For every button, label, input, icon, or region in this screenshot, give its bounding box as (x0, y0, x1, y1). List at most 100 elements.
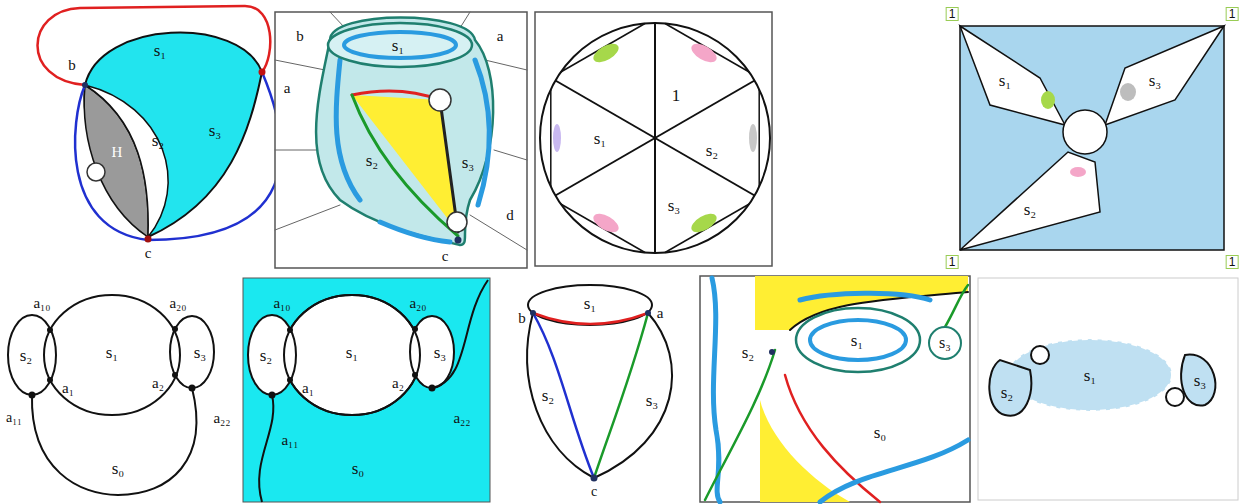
surface-sketch-4 (700, 276, 970, 502)
circle-graph-2 (287, 327, 293, 333)
circle-graph-1 (8, 315, 56, 395)
surface-sketch-1 (259, 69, 266, 76)
surface-sketch-4 (810, 320, 906, 360)
surface-sketch-1 (148, 72, 281, 240)
surface-sketch-2 (455, 237, 462, 244)
circle-graph-2 (259, 395, 273, 502)
surface-sketch-2 (275, 12, 527, 250)
vertex-label: c (591, 485, 597, 499)
region-label: s₀ (112, 460, 125, 477)
circle-graph-2 (243, 278, 490, 502)
vertex-label: a (657, 306, 664, 321)
region-label: s₁ (1084, 367, 1097, 384)
region-label: s₃ (668, 197, 681, 214)
square-sketch (960, 26, 1224, 250)
surface-sketch-2 (470, 215, 527, 250)
region-label: s₂ (1001, 384, 1014, 401)
region-label: s₁ (594, 130, 607, 147)
disc-sketch (688, 40, 719, 66)
surface-sketch-2 (275, 60, 325, 70)
surface-sketch-5 (1181, 355, 1215, 406)
region-label: s₃ (1194, 372, 1207, 389)
region-label: s₁ (999, 72, 1012, 89)
circle-graph-1 (8, 295, 214, 495)
region-label: s₁ (584, 295, 597, 312)
surface-sketch-2 (475, 60, 489, 205)
disc-sketch (551, 24, 759, 253)
circle-graph-1 (32, 388, 196, 495)
surface-sketch-3 (594, 313, 648, 478)
vertex-label: a₁ (302, 381, 314, 396)
circle-graph-2 (248, 315, 296, 395)
circle-graph-1 (47, 327, 53, 333)
surface-sketch-2 (328, 23, 472, 67)
region-label: s₂ (152, 132, 165, 149)
disc-sketch (535, 12, 772, 266)
square-sketch (1120, 83, 1136, 101)
surface-sketch-4 (796, 308, 920, 372)
disc-sketch (758, 89, 760, 186)
surface-sketch-1 (84, 33, 262, 237)
region-label: s₂ (1024, 201, 1037, 218)
surface-sketch-3 (530, 310, 536, 316)
disc-sketch (688, 210, 719, 236)
surface-sketch-3 (528, 285, 652, 325)
vertex-label: a₂ (392, 376, 404, 391)
circle-graph-2 (429, 385, 436, 392)
surface-sketch-1 (38, 6, 281, 243)
circle-graph-2 (284, 295, 420, 415)
region-label: s₁ (346, 344, 359, 361)
circle-graph-2 (412, 372, 418, 378)
region-label: s₁ (154, 42, 167, 59)
surface-sketch-1 (82, 82, 88, 88)
region-label: s₂ (366, 152, 379, 169)
region-label: s₂ (706, 142, 719, 159)
surface-sketch-3 (533, 313, 648, 324)
surface-sketch-4 (800, 293, 930, 300)
region-label: s₃ (194, 344, 207, 361)
square-sketch (1105, 26, 1224, 125)
surface-sketch-4 (760, 400, 850, 502)
vertex-label: a (497, 29, 504, 44)
surface-sketch-2 (336, 60, 360, 200)
corner-label: 1 (946, 7, 959, 21)
surface-sketch-2 (275, 150, 318, 151)
disc-sketch (535, 12, 772, 266)
surface-sketch-5 (978, 278, 1238, 500)
region-label: s₀ (874, 424, 887, 441)
disc-sketch (553, 124, 561, 152)
circle-graph-1 (170, 316, 214, 388)
circle-graph-2 (412, 326, 418, 332)
surface-sketch-5 (1166, 388, 1184, 406)
surface-sketch-3 (591, 475, 598, 482)
square-sketch (960, 152, 1100, 250)
surface-sketch-3 (594, 313, 672, 478)
disc-sketch (590, 40, 621, 66)
surface-sketch-2 (429, 89, 451, 111)
surface-sketch-4 (712, 278, 720, 502)
vertex-label: a₂₀ (409, 296, 426, 311)
region-label: s₃ (1149, 72, 1162, 89)
surface-sketch-4 (700, 276, 970, 502)
circle-graph-1 (29, 392, 36, 399)
square-sketch (1063, 110, 1107, 154)
surface-sketch-2 (316, 18, 493, 246)
disc-sketch (555, 81, 754, 196)
circle-graph-1 (172, 326, 178, 332)
surface-sketch-2 (494, 150, 527, 160)
disc-sketch (561, 204, 645, 253)
surface-sketch-2 (460, 12, 470, 28)
vertex-label: a₁₀ (33, 296, 50, 311)
vertex-label: a₂₀ (169, 296, 186, 311)
surface-sketch-4 (785, 375, 880, 502)
vertex-label: c (442, 249, 449, 264)
corner-label: 1 (1226, 255, 1239, 269)
corner-label: 1 (946, 255, 959, 269)
vertex-label: a₁₁ (6, 411, 22, 425)
circle-graph-1 (44, 295, 180, 415)
surface-sketch-4 (945, 285, 968, 327)
square-sketch (960, 26, 1065, 125)
circle-graph-2 (410, 316, 454, 388)
